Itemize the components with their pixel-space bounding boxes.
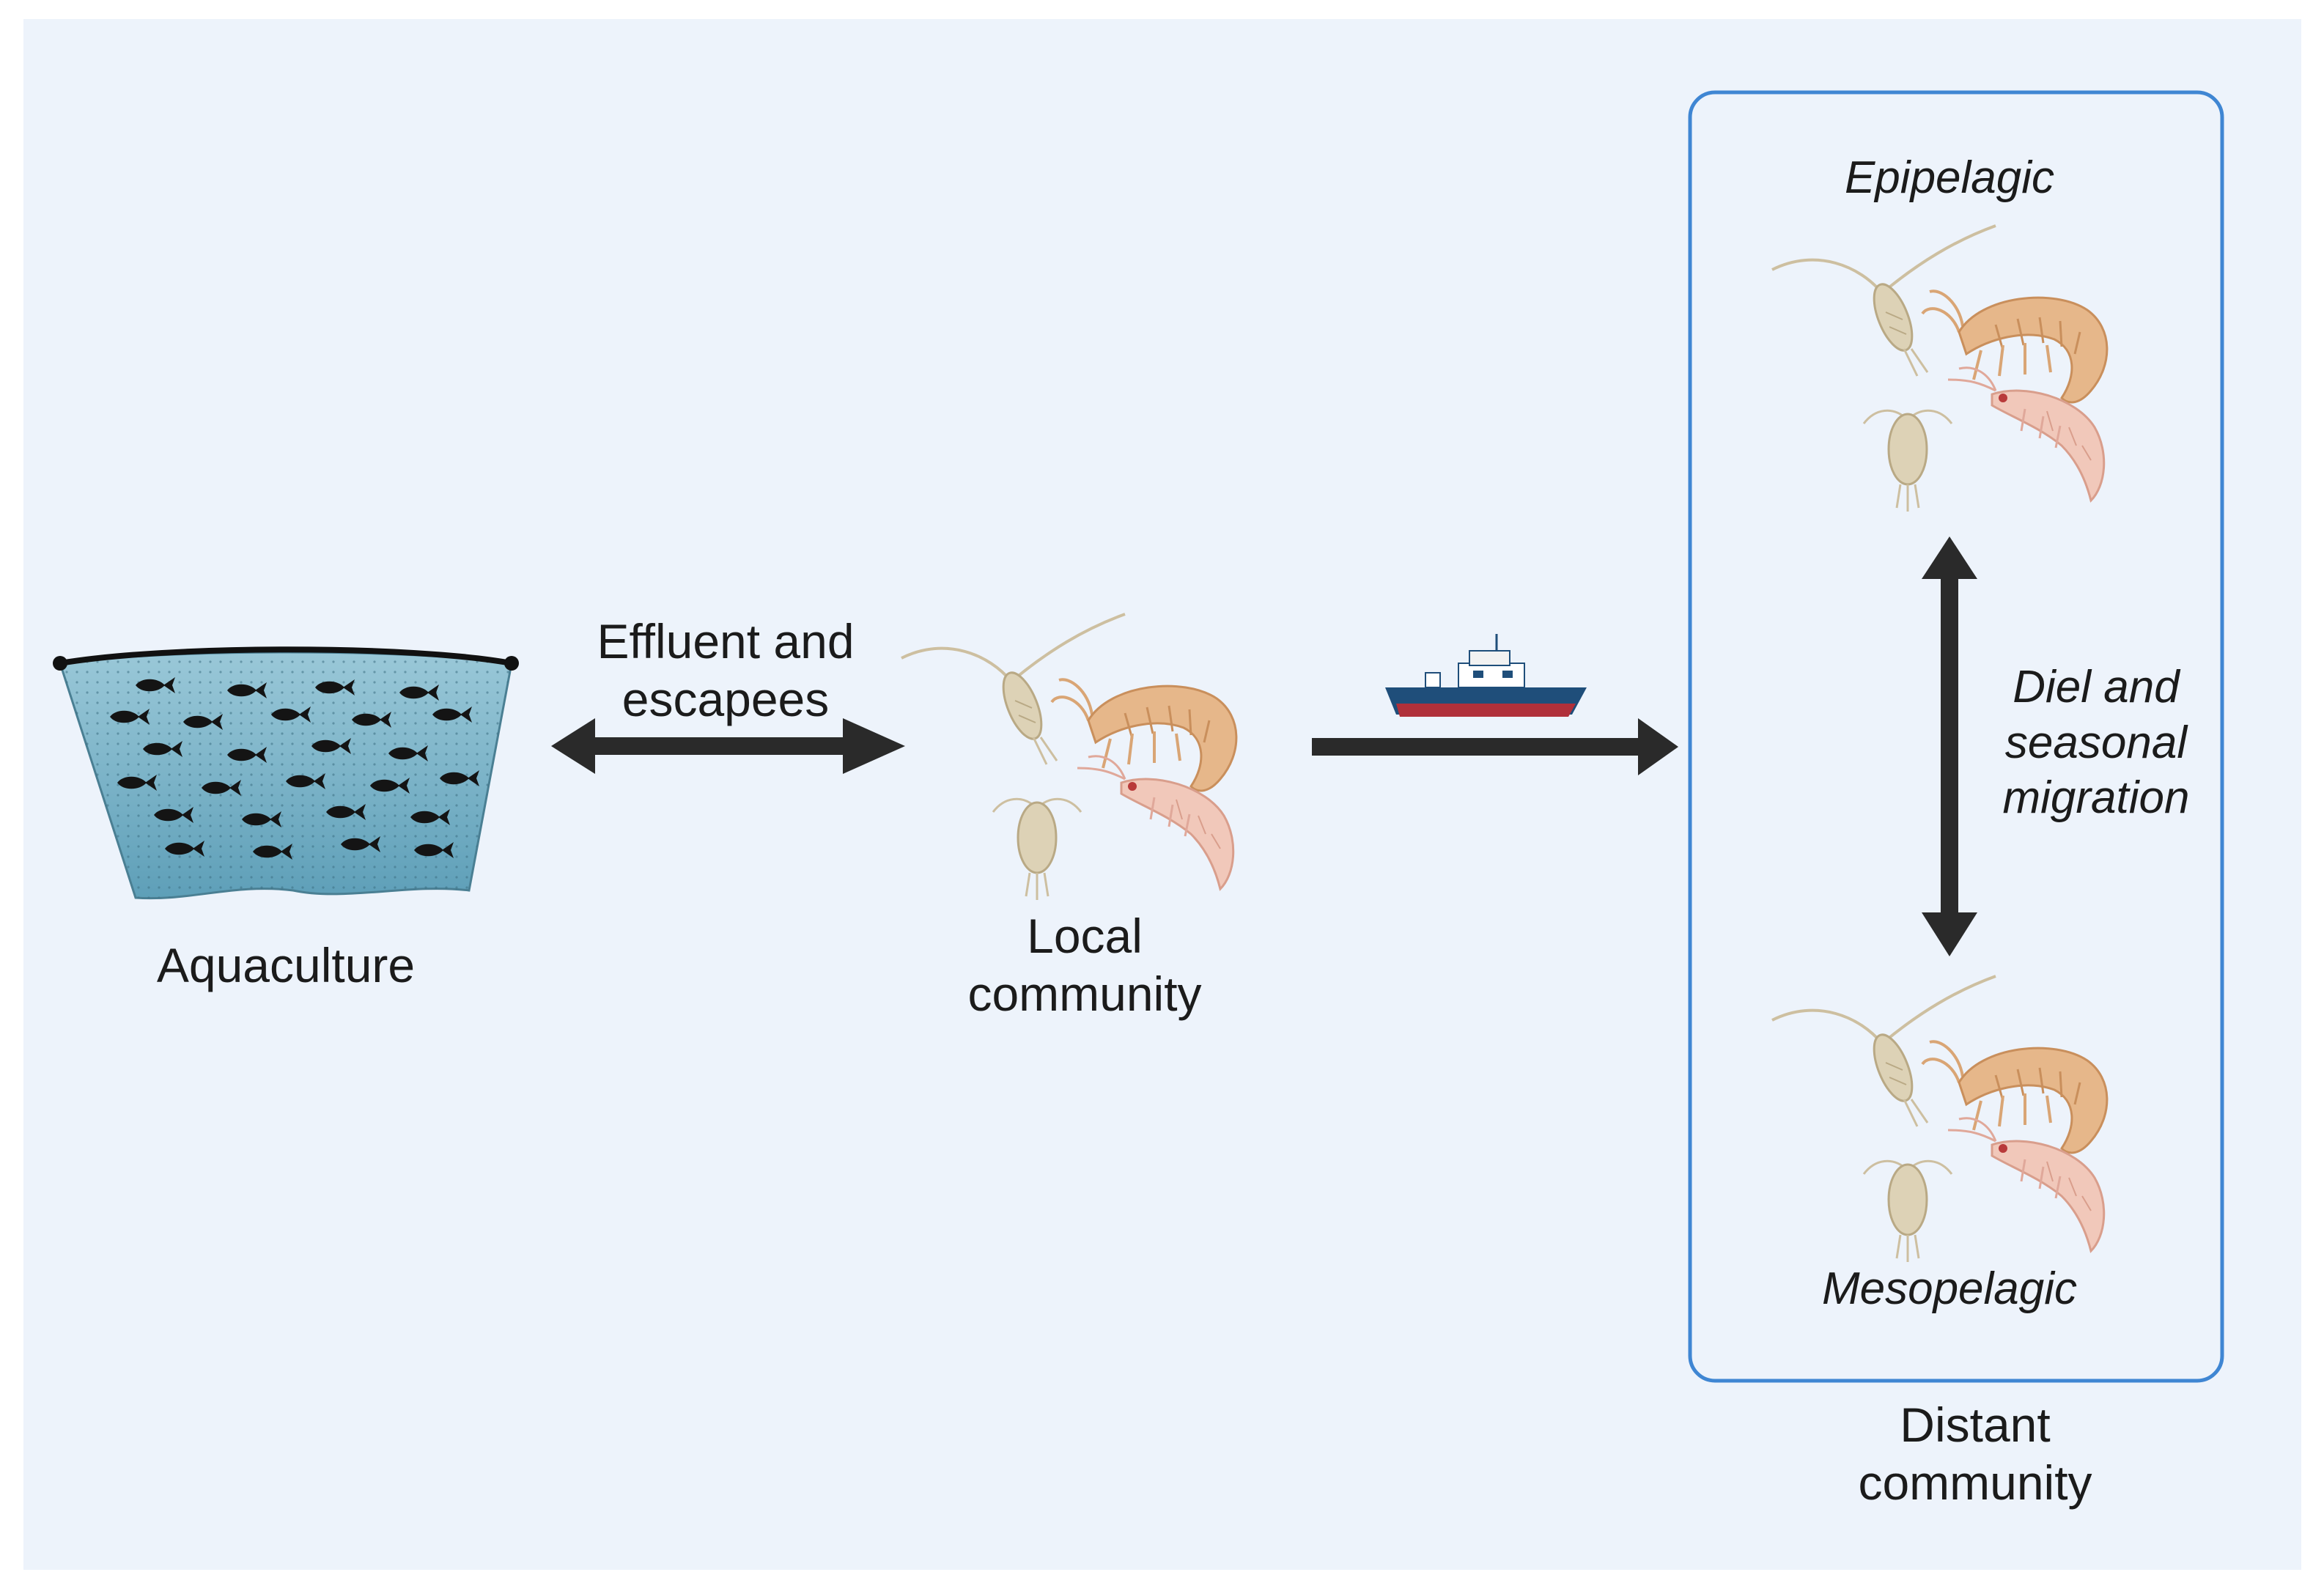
migration-label-line-1: Diel and	[2013, 662, 2180, 712]
migration-label-line-2: seasonal	[2004, 717, 2188, 768]
exchange-double-arrow	[551, 718, 905, 774]
migration-double-arrow	[1922, 536, 1977, 956]
distant-community-label: Distant community	[1810, 1396, 2140, 1512]
net-pen-icon	[53, 646, 519, 900]
local-community-label-line-2: community	[967, 967, 1202, 1022]
distant-community-label-line-2: community	[1858, 1455, 2092, 1510]
epipelagic-label: Epipelagic	[1844, 152, 2055, 203]
zooplankton-group-icon	[1772, 226, 2107, 512]
migration-label-line-3: migration	[2002, 772, 2190, 824]
distant-community-box	[1688, 90, 2224, 1383]
distant-community-label-line-1: Distant	[1900, 1398, 2051, 1452]
local-community-organisms	[901, 614, 1236, 900]
research-vessel-icon	[1385, 634, 1587, 717]
aquaculture-label: Aquaculture	[156, 938, 416, 992]
zooplankton-group-icon	[1772, 976, 2107, 1262]
exchange-label-line-1: Effluent and	[597, 614, 855, 668]
local-community-label: Local community	[938, 907, 1231, 1023]
epipelagic-organisms	[1772, 226, 2107, 512]
local-community-label-line-1: Local	[1027, 909, 1143, 963]
exchange-label: Effluent and escapees	[564, 613, 887, 728]
exchange-label-line-2: escapees	[621, 672, 830, 727]
zooplankton-group-icon	[901, 614, 1236, 900]
mesopelagic-label: Mesopelagic	[1821, 1263, 2078, 1314]
transport-arrow	[1312, 718, 1678, 775]
mesopelagic-organisms	[1772, 976, 2107, 1262]
migration-label: Diel and seasonal migration	[1979, 660, 2213, 826]
